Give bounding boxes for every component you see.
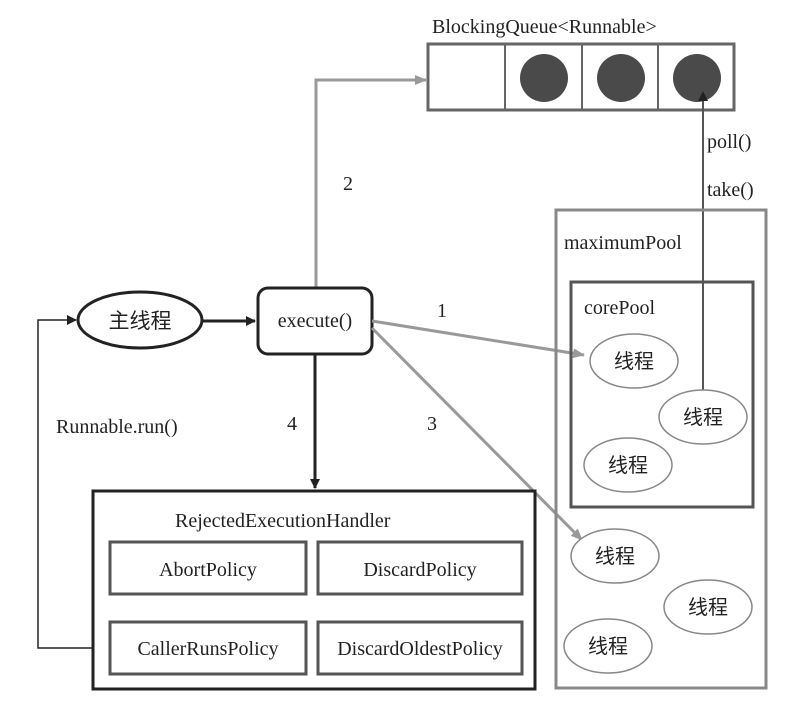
queue-task-2 — [597, 54, 645, 102]
step-4-label: 4 — [287, 413, 297, 435]
core-thread: 线程 — [589, 333, 679, 389]
svg-text:线程: 线程 — [683, 405, 723, 429]
svg-text:DiscardPolicy: DiscardPolicy — [363, 559, 476, 581]
discard-policy-box: DiscardPolicy — [316, 540, 524, 596]
blocking-queue — [426, 42, 736, 112]
svg-text:AbortPolicy: AbortPolicy — [159, 559, 257, 581]
handler-title: RejectedExecutionHandler — [175, 510, 391, 532]
arrow-execute-to-queue — [314, 75, 427, 288]
arrow-callerruns-to-main — [37, 315, 110, 649]
poll-label: poll() — [707, 131, 751, 153]
maximum-pool: maximumPool — [554, 208, 768, 690]
pool-thread: 线程 — [563, 618, 653, 674]
core-thread: 线程 — [583, 437, 673, 493]
execute-node: execute() — [256, 286, 374, 356]
svg-text:线程: 线程 — [588, 634, 628, 658]
queue-task-3 — [673, 54, 721, 102]
arrow-execute-to-core — [371, 319, 585, 359]
take-label: take() — [707, 179, 754, 201]
svg-text:线程: 线程 — [595, 544, 635, 568]
maximum-pool-label: maximumPool — [564, 232, 682, 254]
core-thread: 线程 — [658, 389, 748, 445]
pool-thread: 线程 — [570, 528, 660, 584]
pool-thread: 线程 — [663, 579, 753, 635]
abort-policy-box: AbortPolicy — [108, 540, 308, 596]
execute-label: execute() — [278, 310, 352, 332]
svg-text:线程: 线程 — [688, 595, 728, 619]
runnable-run-label: Runnable.run() — [56, 416, 178, 438]
main-thread-label: 主线程 — [109, 309, 172, 333]
svg-text:DiscardOldestPolicy: DiscardOldestPolicy — [337, 638, 503, 660]
svg-text:CallerRunsPolicy: CallerRunsPolicy — [137, 638, 278, 660]
step-1-label: 1 — [437, 300, 447, 322]
svg-text:线程: 线程 — [614, 349, 654, 373]
discard-oldest-policy-box: DiscardOldestPolicy — [316, 620, 524, 676]
core-pool: corePool — [569, 280, 755, 509]
queue-task-1 — [520, 54, 568, 102]
queue-label: BlockingQueue<Runnable> — [432, 16, 657, 38]
core-pool-label: corePool — [584, 297, 656, 319]
svg-text:线程: 线程 — [608, 453, 648, 477]
step-2-label: 2 — [343, 173, 353, 195]
main-thread-node: 主线程 — [76, 290, 204, 350]
step-3-label: 3 — [427, 413, 437, 435]
caller-runs-policy-box: CallerRunsPolicy — [108, 620, 308, 676]
arrow-execute-to-max — [370, 326, 584, 542]
